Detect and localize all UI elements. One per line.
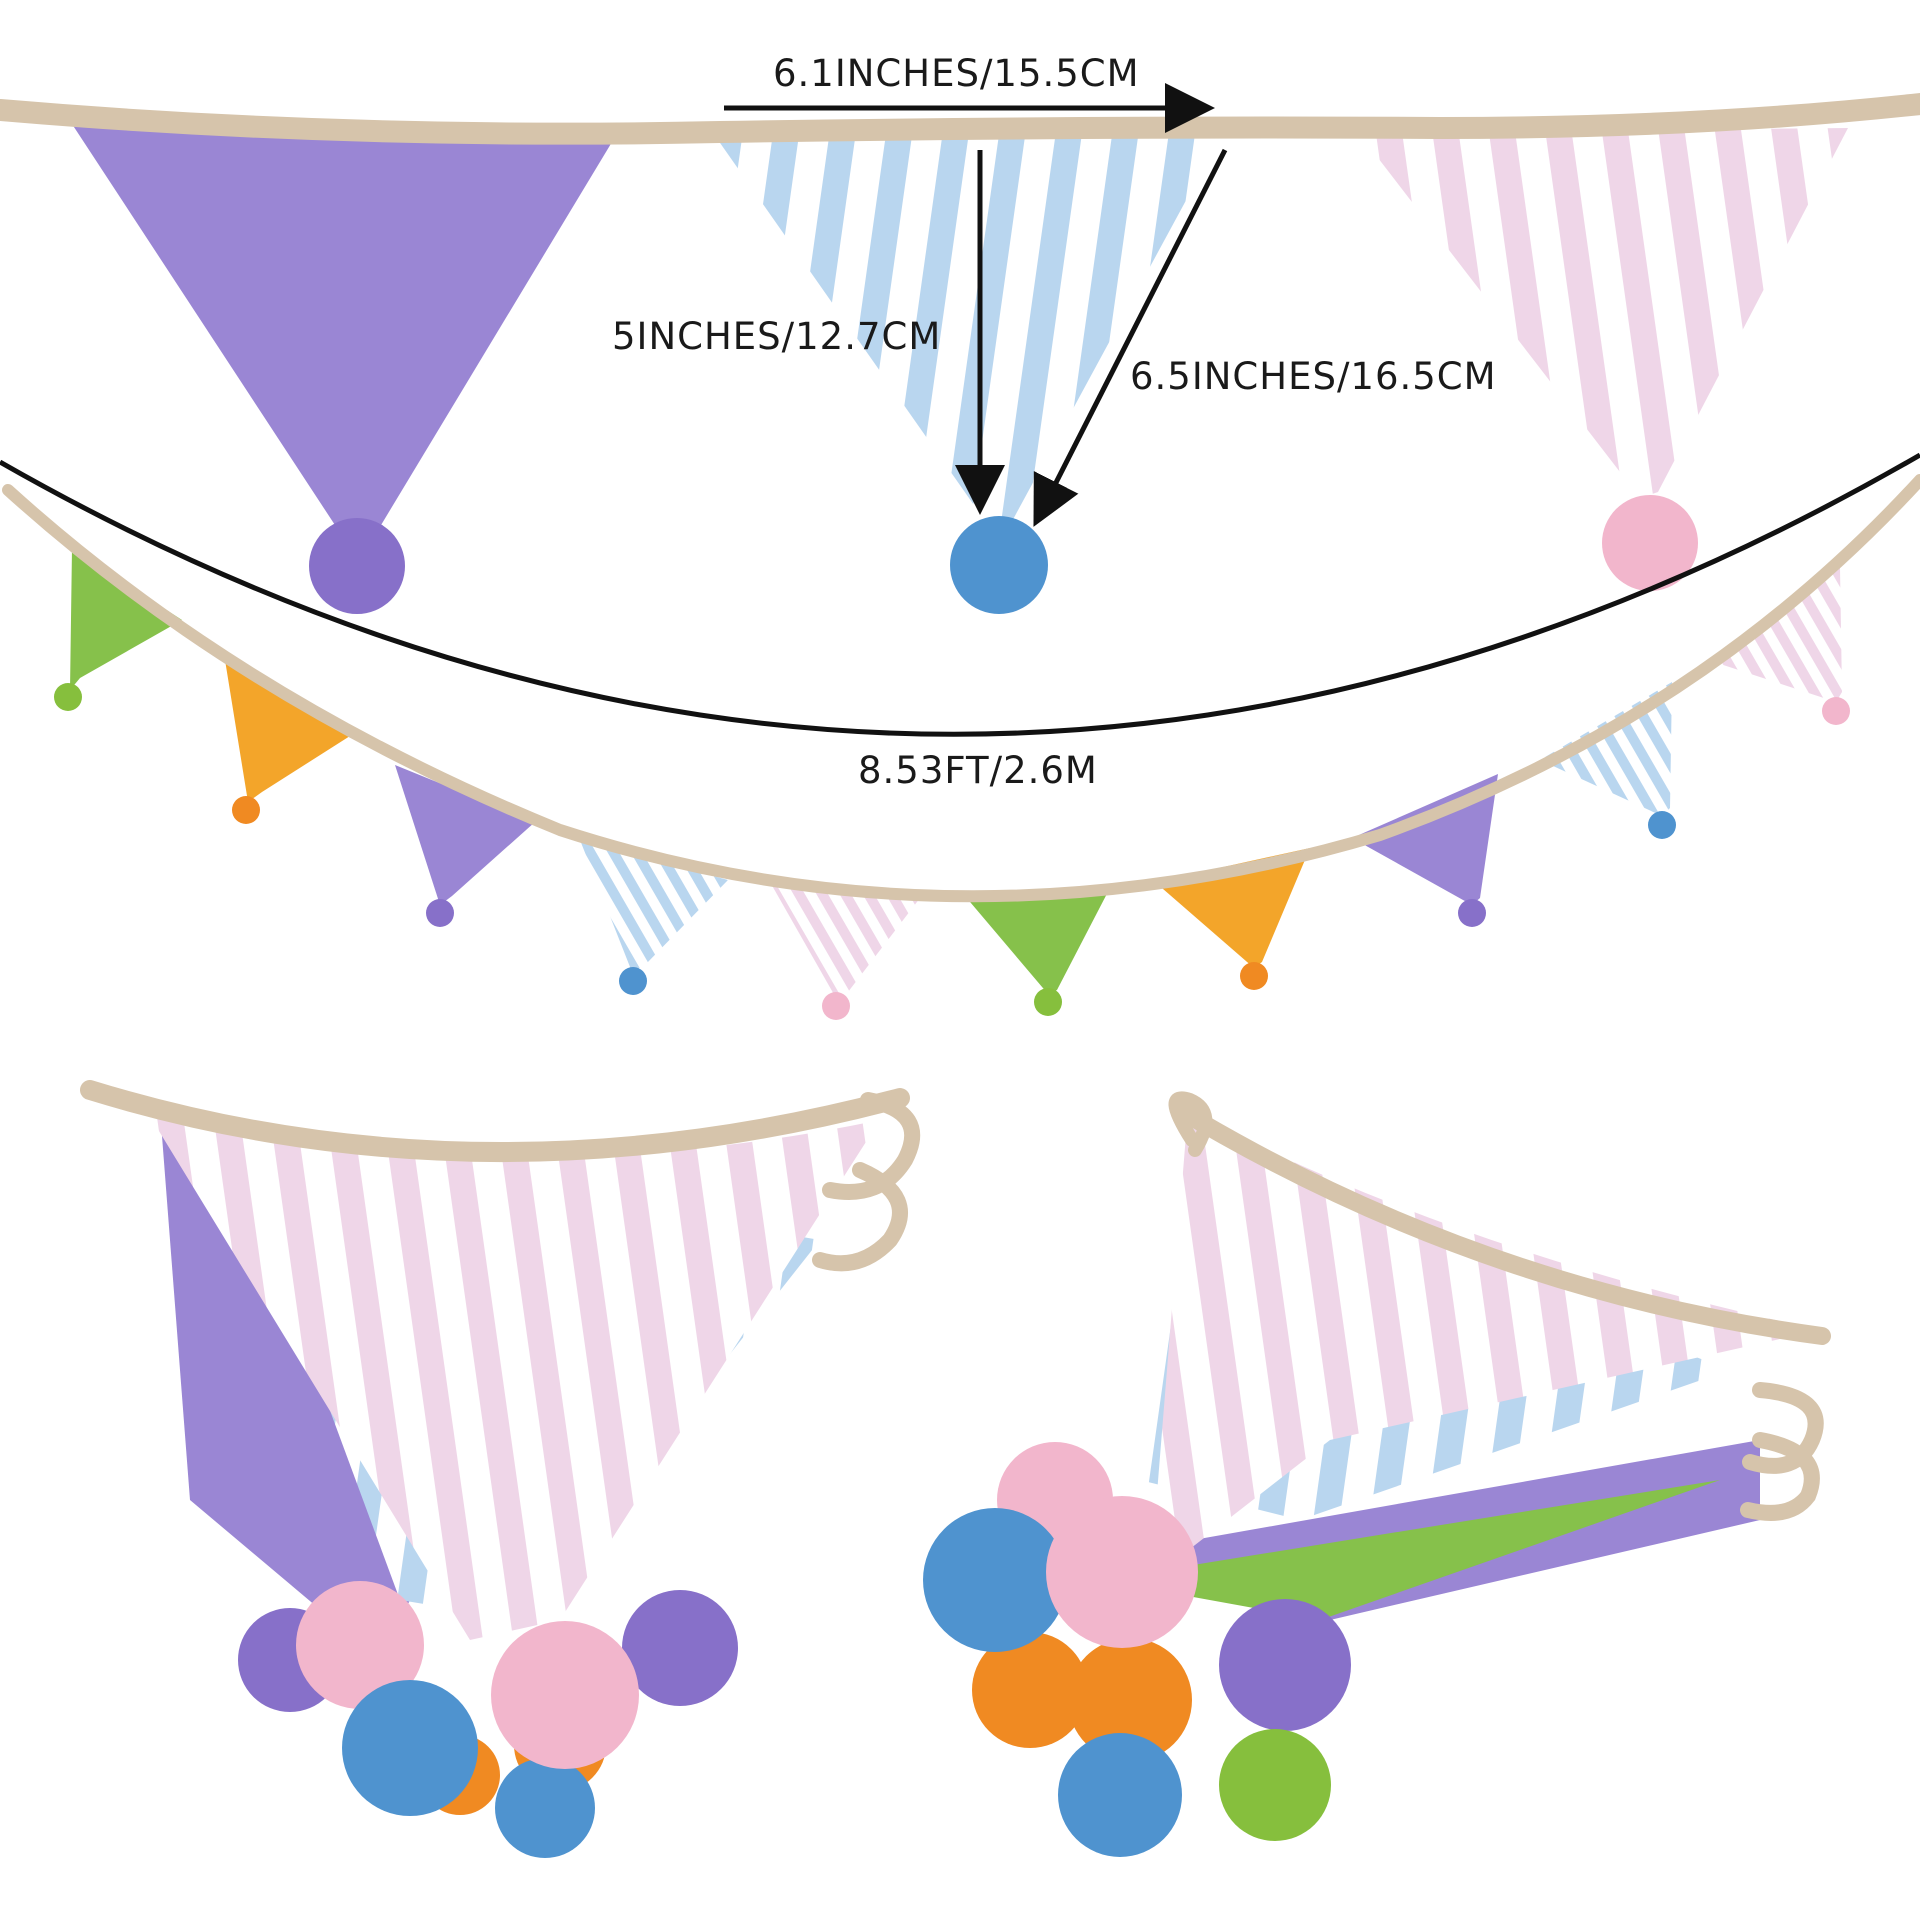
bundle-right-loop-2 — [1740, 1432, 1820, 1521]
pompom-purple-small-2 — [1458, 899, 1486, 927]
pennant-pink-small-1 — [770, 882, 920, 998]
bundle-right-pompom-blue-2 — [1058, 1733, 1182, 1857]
pennant-pink-small-2 — [1708, 568, 1842, 702]
pompom-green-small-2 — [1034, 988, 1062, 1016]
bunting-trim-top — [0, 93, 1920, 145]
pompom-pink-large — [1602, 495, 1698, 591]
width-dimension-label: 6.1INCHES/15.5CM — [773, 52, 1140, 95]
pompom-orange-small — [232, 796, 260, 824]
pennant-green-small — [70, 548, 182, 690]
bundle-left-trim — [80, 1080, 910, 1163]
bundle-left-pompom-purple-2 — [622, 1590, 738, 1706]
bundle-right-pompom-blue-1 — [923, 1508, 1067, 1652]
bundle-left-pompom-blue-1 — [495, 1758, 595, 1858]
dimension-arrows — [0, 83, 1920, 737]
bundle-left-pompom-pink-2 — [491, 1621, 639, 1769]
length-dimension-label: 8.53FT/2.6M — [858, 749, 1098, 792]
pennant-pink-stripe-large — [1358, 128, 1848, 498]
pennant-purple-small-1 — [395, 765, 535, 905]
bunting-trim-middle — [2, 474, 1920, 903]
bundle-right-pompom-green-1 — [1219, 1729, 1331, 1841]
bundle-right-loop-1 — [1742, 1382, 1824, 1474]
bundle-right-trim — [1171, 1101, 1831, 1345]
pennant-orange-small — [225, 660, 350, 802]
pompom-orange-small-2 — [1240, 962, 1268, 990]
bundle-right-top-loop — [1168, 1091, 1213, 1157]
pompom-purple-small — [426, 899, 454, 927]
side-arrow — [1033, 148, 1228, 527]
bundle-left-pompom-blue-2 — [342, 1680, 478, 1816]
bundle-right-pompom-orange-1 — [972, 1632, 1088, 1748]
bundle-left-loop-1 — [822, 1092, 921, 1200]
pennant-purple-large — [72, 124, 612, 548]
bundle-right-pompom-purple-1 — [1219, 1599, 1351, 1731]
folded-bundle-right — [923, 1091, 1831, 1857]
pennant-blue-small-1 — [580, 840, 728, 972]
pompom-blue-small-2 — [1648, 811, 1676, 839]
pompom-pink-small — [822, 992, 850, 1020]
full-length-bunting — [2, 474, 1920, 1020]
bundle-left-pink-front — [140, 1100, 880, 1640]
pompom-green-small — [54, 683, 82, 711]
bundle-right-pompom-pink-2 — [1046, 1496, 1198, 1648]
side-dimension-label: 6.5INCHES/16.5CM — [1130, 355, 1497, 398]
bundle-right-pompom-orange-2 — [1068, 1638, 1192, 1762]
bundle-right-pink-front — [1150, 1110, 1820, 1580]
bundle-left-loop-2 — [812, 1162, 908, 1272]
bundle-right-green-layer — [1100, 1480, 1720, 1620]
pompom-blue-large — [950, 516, 1048, 614]
folded-bundle-left — [80, 1080, 921, 1858]
large-bunting — [0, 93, 1920, 614]
bundle-left-purple-layer — [160, 1110, 430, 1660]
length-arc — [0, 452, 1920, 737]
pompom-blue-small — [619, 967, 647, 995]
pennant-blue-stripe-large — [718, 134, 1222, 528]
bundle-left-pompom-pink-1 — [296, 1581, 424, 1709]
height-dimension-label: 5INCHES/12.7CM — [612, 315, 942, 358]
pompom-pink-small-2 — [1822, 697, 1850, 725]
pennant-green-small-2 — [965, 884, 1112, 994]
pompom-purple-large — [309, 518, 405, 614]
